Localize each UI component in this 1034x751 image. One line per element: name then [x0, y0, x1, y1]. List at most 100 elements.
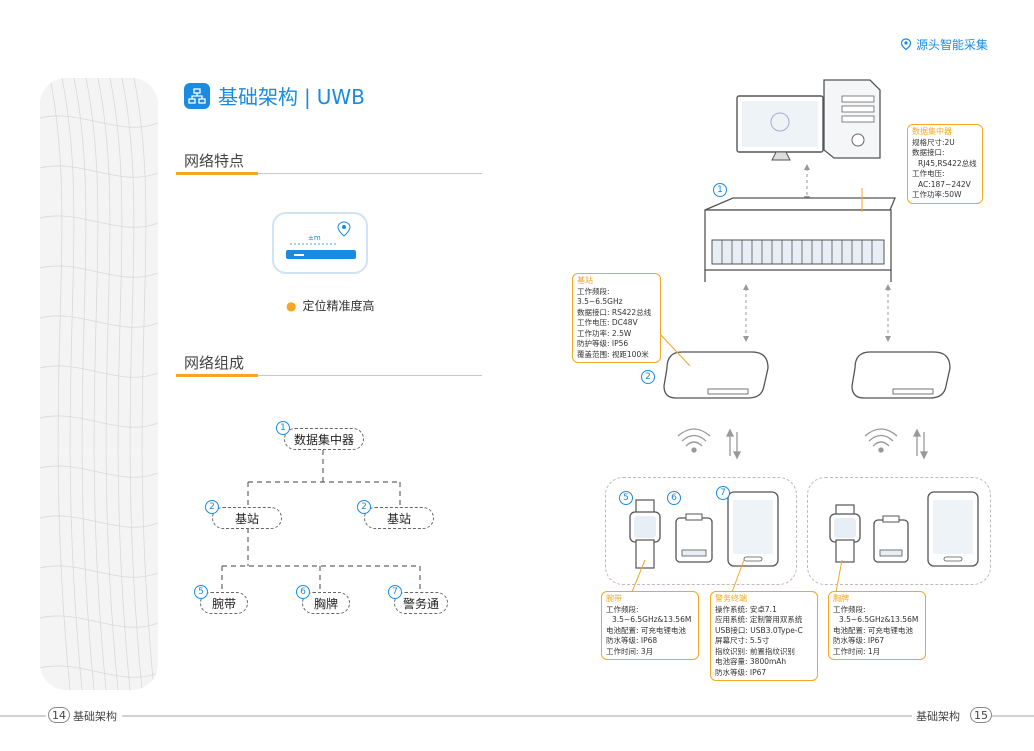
concentrator-spec-box: 数据集中器 规格尺寸:2U 数据接口: RJ45,RS422总线 工作电压: A…: [907, 124, 983, 204]
wristband-spec-title: 腕带: [606, 594, 622, 603]
tree-num-concentrator: 1: [276, 421, 290, 435]
feature-item-text: 定位精准度高: [302, 299, 375, 313]
tree-num-badge: 6: [296, 585, 310, 599]
wave-pattern: [40, 78, 158, 690]
wireless-signal-right-icon: [864, 428, 898, 453]
tree-num-station-left: 2: [205, 500, 219, 514]
spec-line: RJ45,RS422总线: [918, 158, 977, 168]
spec-line: 电池容量: 3800mAh: [715, 657, 787, 666]
station-spec-box: 基站 工作频段: 3.5~6.5GHz 数据接口: RS422总线 工作电压: …: [572, 273, 661, 363]
feature-item: ● 定位精准度高: [286, 297, 375, 314]
spec-line: 规格尺寸:2U: [912, 137, 955, 147]
spec-line: 应用系统: 定制警用双系统: [715, 615, 803, 624]
footer-label-right: 基础架构: [916, 710, 960, 723]
concentrator-spec-title: 数据集中器: [912, 127, 952, 136]
tree-node-station-right-label: 基站: [386, 511, 411, 526]
brand-text: 源头智能采集: [915, 38, 988, 52]
ruler-location-icon: ±m: [286, 221, 356, 259]
spec-line: 电池配置: 可充电锂电池: [833, 625, 913, 635]
base-station-right-icon: [851, 351, 951, 399]
tree-node-concentrator-label: 数据集中器: [293, 432, 354, 447]
badge-spec-title: 胸牌: [833, 594, 849, 603]
data-concentrator-icon: [704, 197, 896, 282]
spec-line: AC:187~242V: [918, 179, 971, 189]
composition-heading: 网络组成: [184, 354, 245, 372]
police-terminal-spec-box: 警务终端 操作系统: 安卓7.1 应用系统: 定制警用双系统 USB接口: US…: [710, 591, 818, 681]
title-sub: UWB: [316, 85, 365, 109]
spec-line: 工作时间: 3月: [606, 646, 654, 656]
spec-line: 防水等级: IP67: [833, 636, 885, 645]
spec-line: 覆盖范围: 视距100米: [577, 349, 649, 359]
spec-line: 屏幕尺寸: 5.5寸: [715, 636, 770, 645]
spec-line: 工作电压:: [912, 169, 945, 178]
tree-node-station-left: 基站: [212, 507, 282, 529]
bidirectional-arrows: [725, 428, 929, 460]
bullet-dot-icon: ●: [286, 299, 297, 313]
spec-line: 工作功率: 2.5W: [577, 328, 632, 338]
location-pin-icon: [900, 38, 912, 51]
tree-node-station-left-label: 基站: [234, 511, 259, 526]
features-divider: [176, 173, 482, 174]
spec-line: 指纹识别: 前置指纹识别: [715, 646, 795, 656]
spec-line: 数据接口:: [912, 148, 945, 157]
diagram-num-police: 7: [716, 486, 730, 500]
spec-line: 电池配置: 可充电锂电池: [606, 625, 686, 635]
tree-num-station-right: 2: [357, 500, 371, 514]
spec-line: USB接口: USB3.0Type-C: [715, 625, 803, 635]
diagram-num-station: 2: [641, 370, 655, 384]
tree-node-wristband: 腕带: [200, 592, 248, 614]
wireless-signal-left-icon: [677, 428, 711, 453]
tree-node-wristband-label: 腕带: [211, 596, 236, 611]
spec-line: 防水等级: IP67: [715, 667, 767, 677]
computer-monitor-icon: [736, 95, 824, 161]
police-terminal-device-icon-right: [927, 491, 979, 567]
police-terminal-device-icon: [727, 491, 779, 567]
spec-line: 防水等级: IP68: [606, 636, 658, 645]
computer-tower-icon: [823, 79, 881, 159]
spec-line: 操作系统: 安卓7.1: [715, 604, 777, 614]
device-group-left: [605, 477, 797, 585]
tree-node-police: 警务通: [394, 592, 448, 614]
features-heading: 网络特点: [184, 152, 245, 170]
spec-line: 工作频段:: [833, 604, 866, 614]
composition-accent-bar: [176, 374, 258, 377]
diagram-num-badge: 6: [667, 491, 681, 505]
brand-label: 源头智能采集: [900, 36, 988, 53]
tree-num-wristband: 5: [194, 585, 208, 599]
spec-line: 工作频段:: [606, 604, 639, 614]
footer-label-left: 基础架构: [73, 710, 117, 723]
device-group-right: [807, 477, 991, 585]
tree-node-badge: 胸牌: [302, 592, 350, 614]
spec-line: 工作电压: DC48V: [577, 318, 638, 327]
spec-line: 防护等级: IP56: [577, 339, 629, 348]
page-number-left: 14: [48, 707, 70, 723]
tree-node-concentrator: 数据集中器: [284, 428, 364, 450]
spec-line: 3.5~6.5GHz&13.56M: [612, 615, 692, 624]
spec-line: 工作功率:50W: [912, 190, 962, 199]
tree-node-badge-label: 胸牌: [313, 596, 338, 611]
title-separator: |: [304, 85, 311, 109]
spec-line: 3.5~6.5GHz&13.56M: [839, 615, 919, 624]
badge-spec-box: 胸牌 工作频段: 3.5~6.5GHz&13.56M 电池配置: 可充电锂电池 …: [828, 591, 926, 660]
page-number-right: 15: [970, 707, 992, 723]
wristband-device-icon-right: [829, 504, 861, 563]
precision-card-label: ±m: [308, 234, 321, 242]
wristband-spec-box: 腕带 工作频段: 3.5~6.5GHz&13.56M 电池配置: 可充电锂电池 …: [601, 591, 699, 660]
tree-node-station-right: 基站: [364, 507, 434, 529]
spec-line: 工作频段: 3.5~6.5GHz: [577, 286, 623, 307]
police-terminal-spec-title: 警务终端: [715, 594, 747, 603]
precision-card: ±m: [272, 212, 368, 274]
tree-node-police-label: 警务通: [402, 596, 439, 611]
badge-device-icon: [675, 513, 713, 563]
wristband-device-icon: [629, 499, 661, 569]
decorative-wave-panel: [40, 78, 158, 690]
network-structure-icon: [184, 82, 210, 109]
diagram-num-concentrator: 1: [713, 183, 727, 197]
station-spec-title: 基站: [577, 276, 593, 285]
diagram-num-wristband: 5: [619, 491, 633, 505]
spec-line: 工作时间: 1月: [833, 646, 881, 656]
